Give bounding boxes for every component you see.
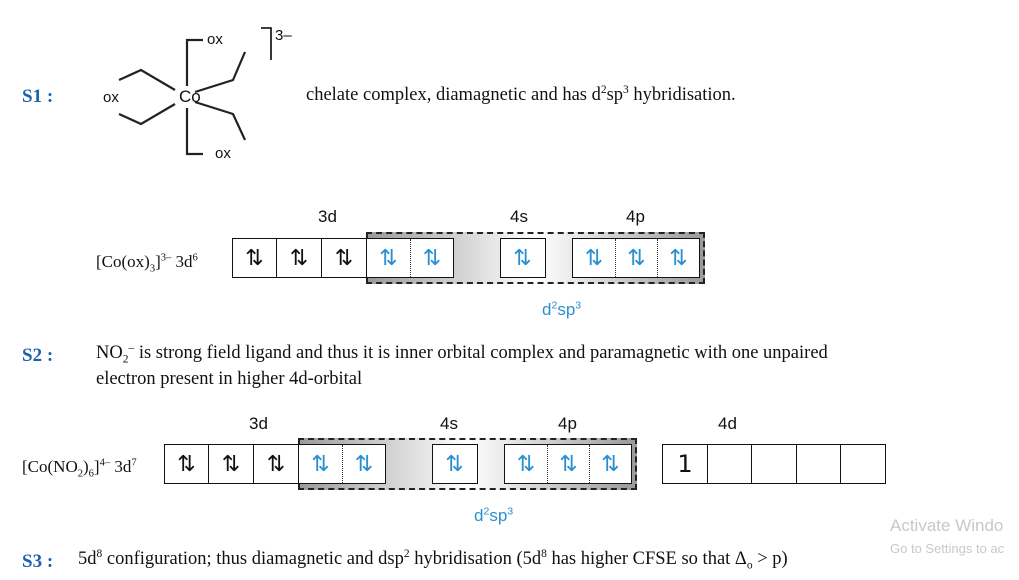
ligand-electron-pair: ⇅ [627,245,646,271]
s2-line1: NO2– is strong field ligand and thus it … [96,341,828,366]
ligand-electron-pair: ⇅ [669,245,688,271]
d2-4d-box: 1 [662,444,886,484]
s3-label: S3 : [22,551,54,572]
d2-4p-box: ⇅ ⇅ ⇅ [504,444,632,484]
ligand-bottom: ox [215,145,231,162]
s2-label: S2 : [22,345,54,366]
d1-3d-box: ⇅ ⇅ ⇅ ⇅ ⇅ [232,238,454,278]
d1-4p-box: ⇅ ⇅ ⇅ [572,238,700,278]
d2-label-3d: 3d [249,414,268,433]
s3-text: 5d8 configuration; thus diamagnetic and … [78,547,788,572]
d1-formula: [Co(ox)3]3– 3d6 [96,252,198,275]
ligand-electron-pair: ⇅ [354,451,374,477]
d2-formula: [Co(NO2)6]4– 3d7 [22,457,137,480]
ligand-electron-pair: ⇅ [584,245,604,271]
metal-label: Co [179,87,201,106]
ligand-top: ox [207,31,223,48]
d2-label-4s: 4s [440,414,458,433]
d1-label-4p: 4p [626,207,645,226]
electron-pair: ⇅ [221,451,241,477]
activate-windows-title: Activate Windo [890,516,1004,535]
d2-3d-box: ⇅ ⇅ ⇅ ⇅ ⇅ [164,444,386,484]
ligand-left: ox [103,89,119,106]
s1-label: S1 : [22,86,54,107]
s1-text: chelate complex, diamagnetic and has d2s… [306,83,736,105]
d2-4s-box: ⇅ [432,444,478,484]
s2-line2: electron present in higher 4d-orbital [96,369,363,389]
d2-hybrid-label: d2sp3 [474,505,514,525]
electron-pair: ⇅ [289,245,309,271]
d1-hybrid-label: d2sp3 [542,299,582,319]
d1-label-4s: 4s [510,207,528,226]
ligand-electron-pair: ⇅ [513,245,532,271]
ligand-electron-pair: ⇅ [311,451,330,477]
co-ox-structure: Co ox ox ox 3– [103,27,292,162]
electron-pair: ⇅ [245,245,264,271]
d2-label-4d: 4d [718,414,737,433]
electron-pair: ⇅ [177,451,196,477]
electron-pair: ⇅ [334,245,354,271]
d1-label-3d: 3d [318,207,337,226]
ligand-electron-pair: ⇅ [445,451,464,477]
ligand-electron-pair: ⇅ [422,245,442,271]
unpaired-electron: 1 [677,450,693,478]
ligand-electron-pair: ⇅ [601,451,620,477]
activate-windows-hint[interactable]: Go to Settings to ac [890,541,1005,556]
ligand-electron-pair: ⇅ [379,245,398,271]
ligand-electron-pair: ⇅ [516,451,536,477]
electron-pair: ⇅ [266,451,286,477]
d1-4s-box: ⇅ [500,238,546,278]
complex-charge: 3– [275,27,292,44]
ligand-electron-pair: ⇅ [559,451,578,477]
d2-label-4p: 4p [558,414,577,433]
